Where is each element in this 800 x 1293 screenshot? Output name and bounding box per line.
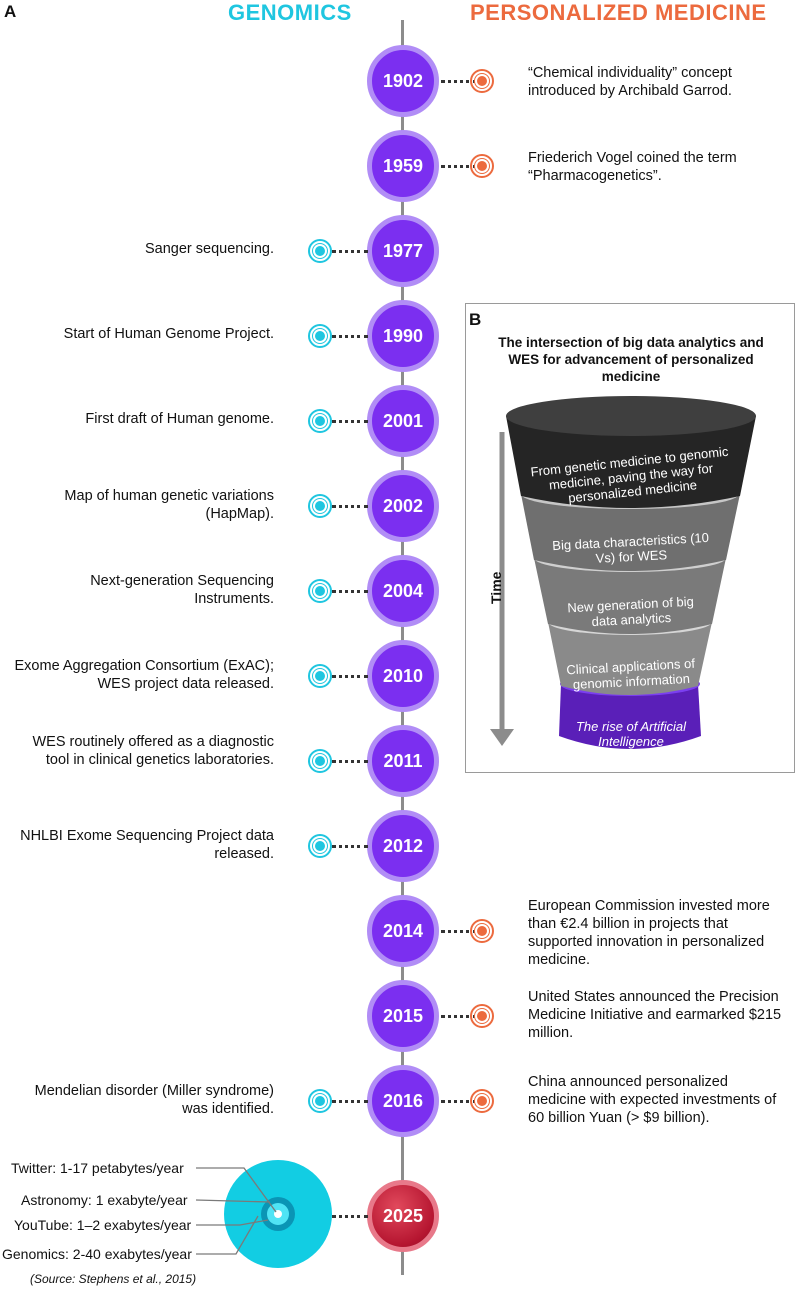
panel-b-title: The intersection of big data analytics a…: [498, 335, 764, 384]
event-text: Mendelian disorder (Miller syndrome) was…: [34, 1083, 274, 1117]
year-node-2002: 2002: [367, 470, 439, 542]
target-icon: [308, 579, 332, 603]
event-text: European Commission invested more than €…: [528, 898, 770, 968]
target-icon: [470, 919, 494, 943]
year-node-2012: 2012: [367, 810, 439, 882]
year-label: 2012: [382, 835, 424, 856]
year-node-2001: 2001: [367, 385, 439, 457]
funnel-layer-5-label: The rise of Artificial Intelligence: [575, 719, 687, 749]
twitter-volume-label: Twitter: 1-17 petabytes/year: [11, 1160, 184, 1176]
year-label: 1959: [382, 155, 424, 176]
year-label: 1977: [382, 240, 424, 261]
year-label: 2011: [383, 750, 423, 771]
connector: [441, 80, 477, 83]
connector: [332, 505, 368, 508]
event-text: China announced personalized medicine wi…: [528, 1074, 777, 1126]
event-text: WES routinely offered as a diagnostic to…: [32, 734, 274, 768]
target-icon: [308, 324, 332, 348]
year-label: 2015: [382, 1005, 424, 1026]
data-volume-graphic: [195, 1160, 332, 1268]
connector: [332, 590, 368, 593]
panel-b-label: B: [469, 310, 482, 329]
year-node-2014: 2014: [367, 895, 439, 967]
event-text: United States announced the Precision Me…: [528, 989, 782, 1041]
target-icon: [308, 494, 332, 518]
connector: [332, 420, 368, 423]
panel-a-label: A: [4, 2, 17, 21]
target-icon: [308, 749, 332, 773]
event-text: Start of Human Genome Project.: [63, 326, 274, 342]
year-node-2004: 2004: [367, 555, 439, 627]
event-text: Friederich Vogel coined the term “Pharma…: [528, 150, 737, 184]
year-node-1902: 1902: [367, 45, 439, 117]
target-icon: [308, 834, 332, 858]
target-icon: [308, 1089, 332, 1113]
year-node-1959: 1959: [367, 130, 439, 202]
target-icon: [470, 69, 494, 93]
event-text: NHLBI Exome Sequencing Project data rele…: [20, 828, 274, 862]
year-label: 2001: [382, 410, 424, 431]
target-icon: [308, 409, 332, 433]
event-text: Exome Aggregation Consortium (ExAC); WES…: [14, 658, 275, 692]
event-text: Sanger sequencing.: [145, 241, 274, 257]
target-icon: [470, 1004, 494, 1028]
year-label: 2002: [382, 495, 424, 516]
genomics-volume-label: Genomics: 2-40 exabytes/year: [2, 1246, 192, 1262]
year-label: 2014: [382, 920, 424, 941]
target-icon: [470, 154, 494, 178]
astronomy-volume-label: Astronomy: 1 exabyte/year: [21, 1192, 188, 1208]
year-node-2011: 2011: [367, 725, 439, 797]
event-text: First draft of Human genome.: [85, 411, 274, 427]
connector: [441, 165, 477, 168]
target-icon: [308, 239, 332, 263]
year-label: 1990: [382, 325, 424, 346]
year-node-1990: 1990: [367, 300, 439, 372]
connector: [332, 760, 368, 763]
year-label: 2004: [382, 580, 424, 601]
time-axis-label: Time: [488, 571, 504, 604]
genomics-header: GENOMICS: [228, 0, 352, 25]
event-text: Next-generation Sequencing Instruments.: [90, 573, 274, 607]
year-node-2015: 2015: [367, 980, 439, 1052]
year-node-2025: 2025: [367, 1180, 439, 1252]
year-node-2016: 2016: [367, 1065, 439, 1137]
year-label: 2016: [382, 1090, 424, 1111]
funnel-graphic: [490, 396, 756, 749]
connector: [332, 335, 368, 338]
year-label: 2025: [382, 1205, 424, 1226]
connector: [332, 845, 368, 848]
year-label: 1902: [382, 70, 424, 91]
year-node-1977: 1977: [367, 215, 439, 287]
target-icon: [470, 1089, 494, 1113]
connector: [332, 1215, 368, 1218]
target-icon: [308, 664, 332, 688]
event-text: Map of human genetic variations (HapMap)…: [64, 488, 274, 522]
connector: [332, 675, 368, 678]
source-citation: (Source: Stephens et al., 2015): [30, 1272, 197, 1286]
youtube-volume-label: YouTube: 1–2 exabytes/year: [14, 1217, 192, 1233]
connector: [441, 1015, 477, 1018]
connector: [332, 250, 368, 253]
year-node-2010: 2010: [367, 640, 439, 712]
year-label: 2010: [382, 665, 424, 686]
connector: [332, 1100, 368, 1103]
connector: [441, 1100, 477, 1103]
event-text: “Chemical individuality” concept introdu…: [528, 65, 732, 99]
personalized-medicine-header: PERSONALIZED MEDICINE: [470, 0, 767, 25]
connector: [441, 930, 477, 933]
panel-b-box: B The intersection of big data analytics…: [465, 303, 795, 773]
